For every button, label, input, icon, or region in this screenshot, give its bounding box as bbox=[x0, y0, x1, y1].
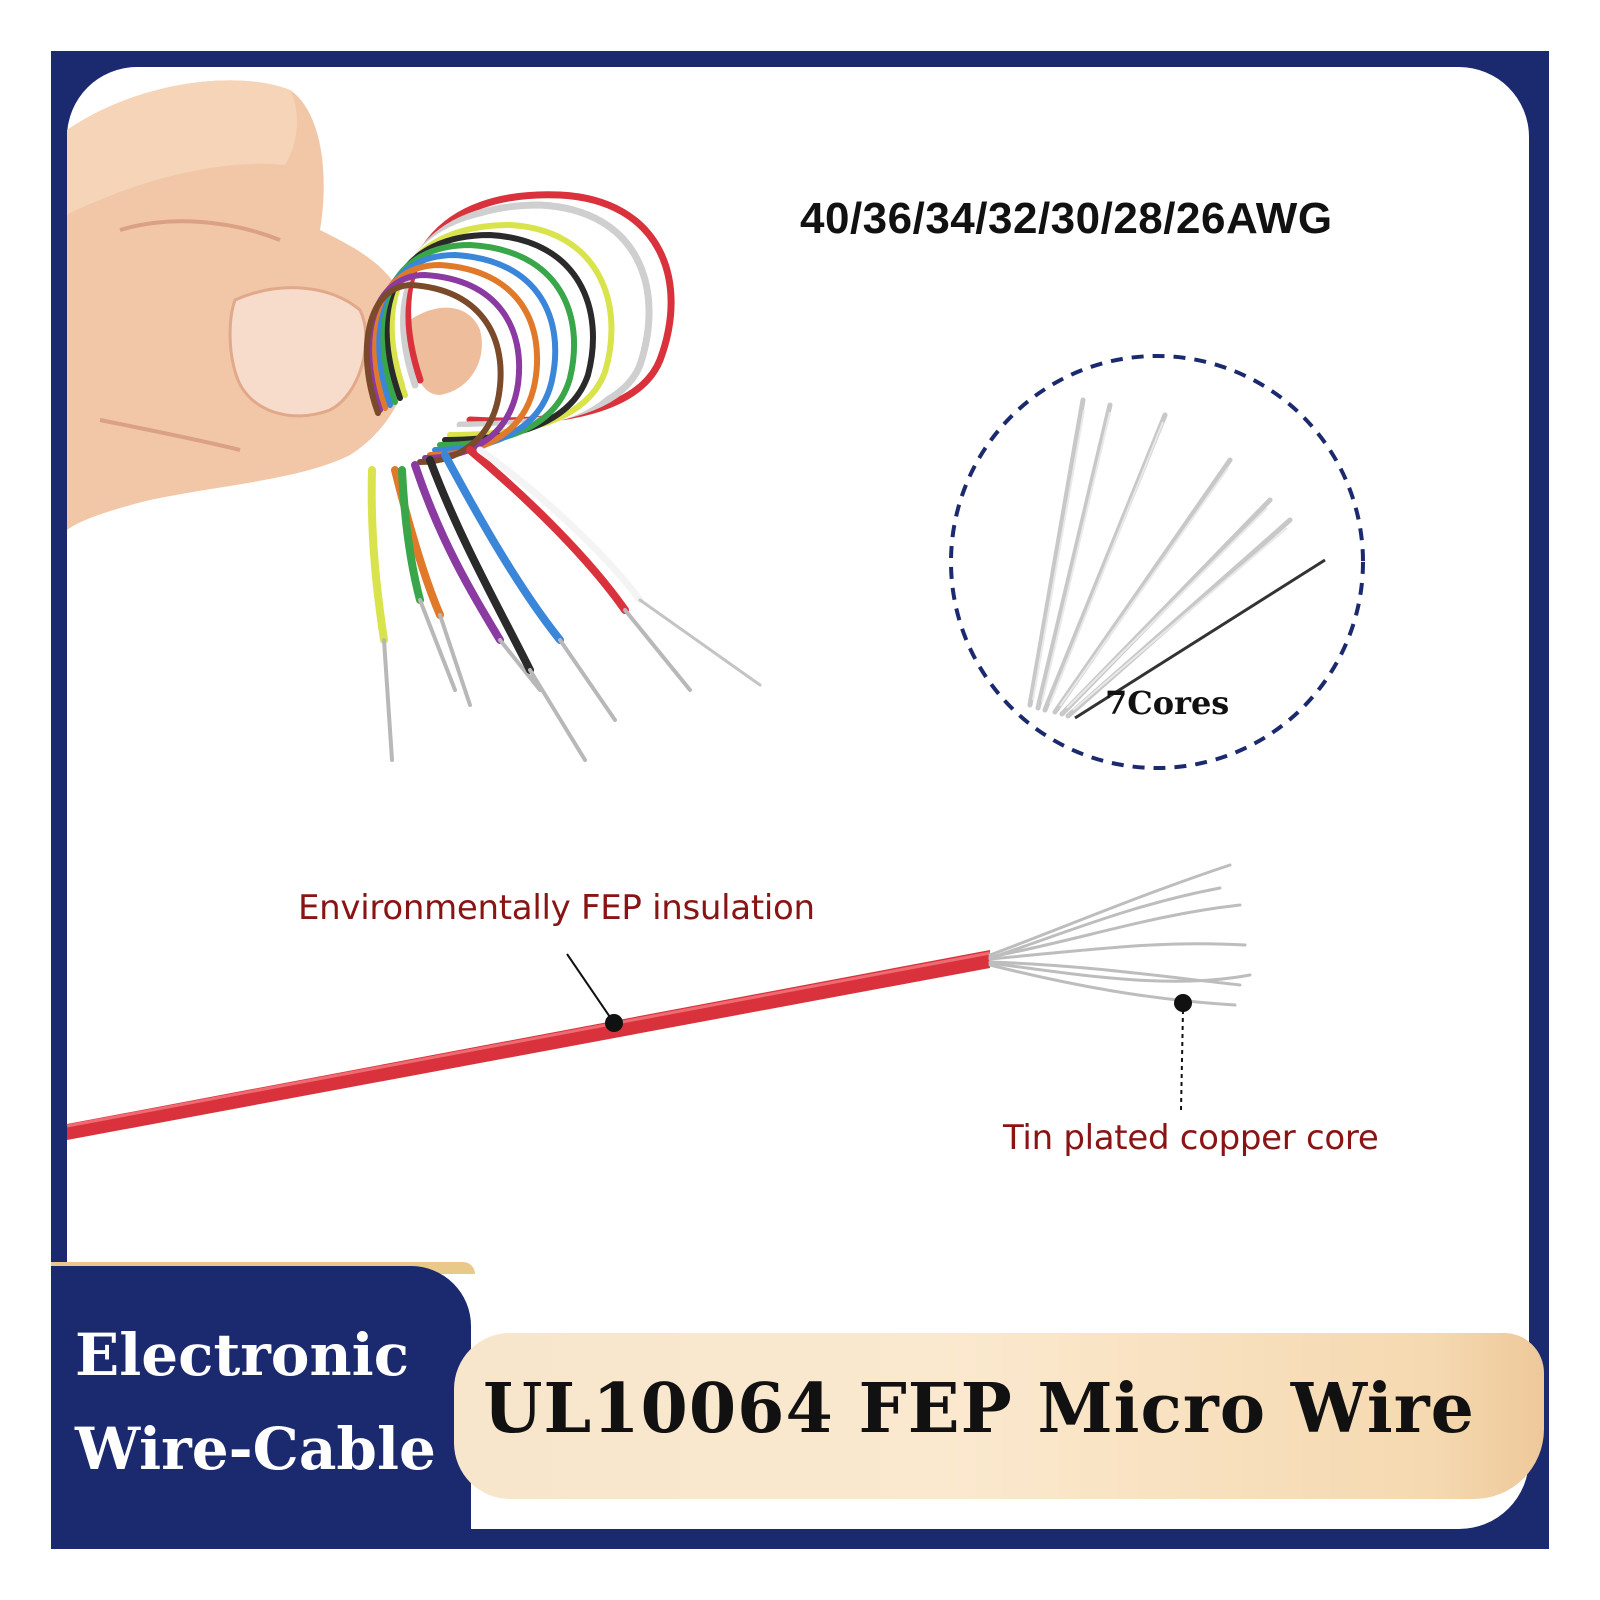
category-line-2: Wire-Cable bbox=[75, 1415, 436, 1483]
hand-image bbox=[67, 80, 482, 531]
wire-bundle bbox=[363, 191, 675, 465]
category-line-1: Electronic bbox=[75, 1321, 410, 1389]
awg-gauge-heading: 40/36/34/32/30/28/26AWG bbox=[800, 194, 1333, 243]
insulation-pointer-line bbox=[566, 953, 613, 1021]
product-title-banner: UL10064 FEP Micro Wire bbox=[454, 1333, 1544, 1499]
product-title: UL10064 FEP Micro Wire bbox=[483, 1369, 1475, 1449]
cores-label: 7Cores bbox=[1105, 684, 1230, 722]
core-pointer-line bbox=[1180, 1009, 1184, 1111]
core-detail-circle bbox=[949, 354, 1365, 770]
wire-tails bbox=[367, 446, 762, 762]
category-banner: Electronic Wire-Cable bbox=[51, 1266, 471, 1549]
core-pointer-dot bbox=[1174, 994, 1192, 1012]
insulation-pointer-dot bbox=[605, 1014, 623, 1032]
red-wire-diagram bbox=[66, 863, 1252, 1140]
insulation-callout: Environmentally FEP insulation bbox=[298, 888, 815, 928]
core-callout: Tin plated copper core bbox=[1003, 1118, 1379, 1158]
category-text: Electronic Wire-Cable bbox=[75, 1308, 475, 1496]
